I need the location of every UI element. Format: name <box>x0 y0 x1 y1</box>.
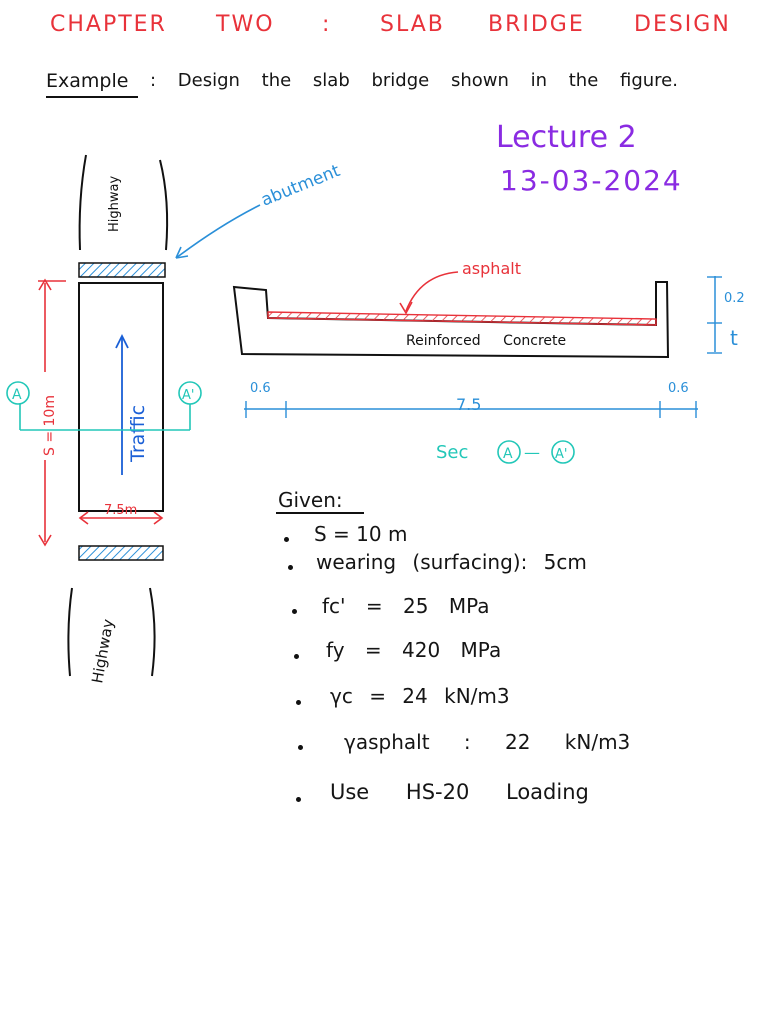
chapter-word: SLAB <box>380 12 445 37</box>
bullet <box>288 565 293 570</box>
thickness-label: t <box>730 326 738 350</box>
lecture-label: Lecture 2 <box>496 120 637 155</box>
right-curb-width-label: 0.6 <box>668 381 689 396</box>
section-caption-b: A' <box>555 447 567 462</box>
bullet <box>284 537 289 542</box>
bullet <box>298 745 303 750</box>
section-caption-a: A <box>503 446 513 462</box>
example-underline <box>46 96 138 98</box>
abutment-bottom <box>78 545 164 561</box>
curb-height-label: 0.2 <box>724 291 745 306</box>
deck-width-label: 7.5 <box>456 395 481 414</box>
highway-bottom-label: Highway <box>88 618 117 685</box>
chapter-word: DESIGN <box>634 12 731 37</box>
section-mark-right-label: A' <box>182 388 194 403</box>
section-caption-prefix: Sec <box>436 442 468 463</box>
plan-view: Highway Highway abutment S = 10m 7.5m Tr… <box>6 154 343 685</box>
asphalt-label: asphalt <box>462 259 521 278</box>
given-item: S = 10 m <box>314 522 408 546</box>
section-view: asphalt Reinforced Concrete 0.2 t 0.6 7.… <box>232 259 745 464</box>
span-label: S = 10m <box>42 395 58 456</box>
highway-top-label: Highway <box>107 176 122 232</box>
given-title: Given: <box>278 488 343 512</box>
section-caption-dash: — <box>524 443 540 462</box>
chapter-title: CHAPTER TWO : SLAB BRIDGE DESIGN <box>50 12 768 42</box>
chapter-colon: : <box>322 12 332 37</box>
bullet <box>296 700 301 705</box>
given-item: γasphalt : 22 kN/m3 <box>344 730 631 754</box>
abutment-label: abutment <box>258 161 343 211</box>
highway-edge-bottom-right <box>149 587 156 677</box>
bullet <box>296 797 301 802</box>
width-label: 7.5m <box>104 503 137 518</box>
bullet <box>294 654 299 659</box>
given-item: Use HS-20 Loading <box>330 780 589 804</box>
asphalt-layer <box>267 311 657 326</box>
section-mark-left-label: A <box>12 387 22 403</box>
concrete-label: Reinforced Concrete <box>406 333 566 349</box>
chapter-word: TWO <box>216 12 275 37</box>
left-curb-width-label: 0.6 <box>250 381 271 396</box>
abutment-top <box>78 262 166 278</box>
section-mark-left <box>6 381 30 405</box>
lecture-date: 13-03-2024 <box>500 164 683 197</box>
bridge-slab-plan <box>78 282 164 512</box>
section-mark-right <box>178 381 202 405</box>
slab-section-outline <box>232 281 670 359</box>
given-item: fc' = 25 MPa <box>322 594 490 618</box>
chapter-word: CHAPTER <box>50 12 167 37</box>
given-item: wearing (surfacing): 5cm <box>316 550 587 574</box>
given-underline <box>276 512 364 514</box>
example-label: Example <box>46 70 129 92</box>
highway-edge-bottom-left <box>67 587 73 677</box>
given-item: fy = 420 MPa <box>326 638 502 662</box>
given-item: γc = 24 kN/m3 <box>330 684 510 708</box>
traffic-label: Traffic <box>127 405 149 463</box>
highway-edge-top-right <box>159 159 169 251</box>
bullet <box>292 609 297 614</box>
example-text: : Design the slab bridge shown in the fi… <box>150 70 678 91</box>
asphalt-arrow <box>405 271 459 312</box>
highway-edge-top-left <box>78 154 87 251</box>
abutment-arrow <box>175 204 261 259</box>
chapter-word: BRIDGE <box>488 12 585 37</box>
